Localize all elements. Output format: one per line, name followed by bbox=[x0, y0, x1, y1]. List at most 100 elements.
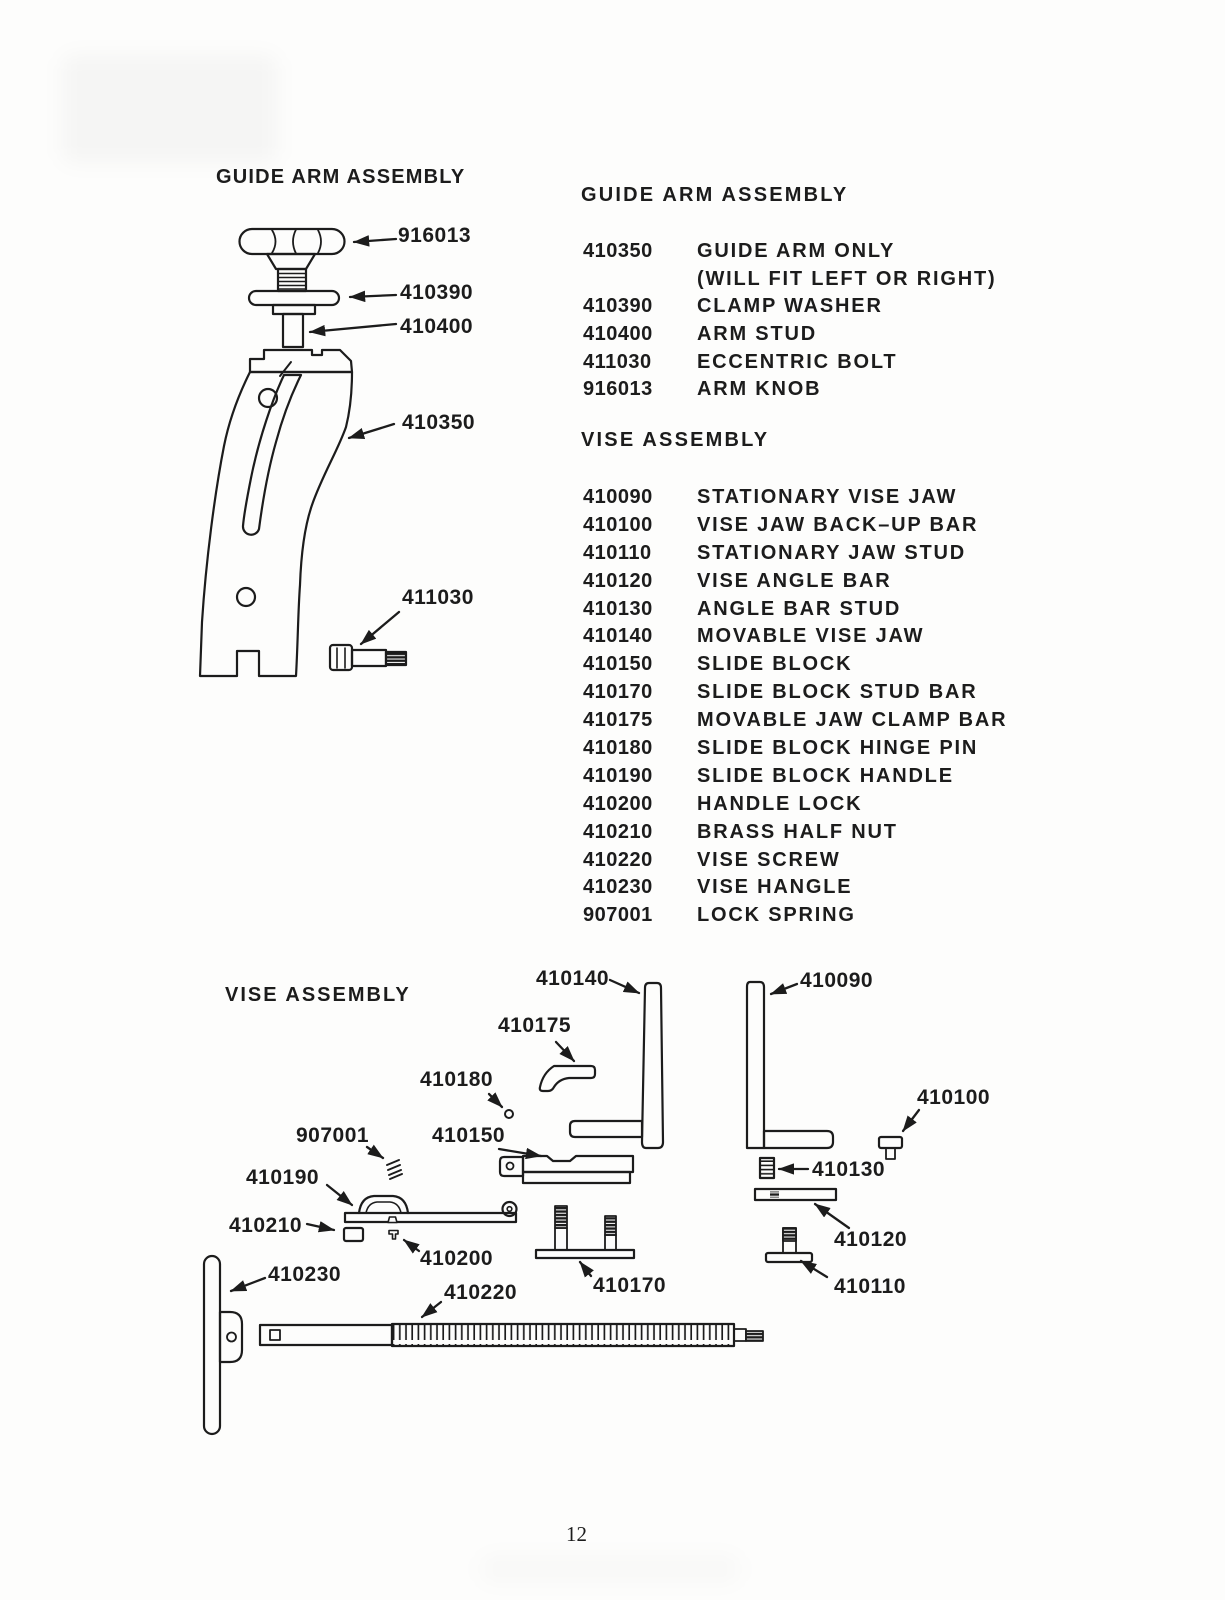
part-desc: ECCENTRIC BOLT bbox=[697, 350, 898, 373]
hinge-pin-drawing bbox=[504, 1109, 514, 1119]
vise-handle-drawing bbox=[202, 1254, 244, 1436]
lock-spring-drawing bbox=[386, 1159, 403, 1180]
part-label-410100: 410100 bbox=[917, 1086, 991, 1109]
part-label-410130: 410130 bbox=[812, 1158, 886, 1181]
part-number: 410140 bbox=[583, 625, 653, 648]
parts-row: 916013 ARM KNOB bbox=[583, 376, 1028, 404]
arm-stud-drawing bbox=[281, 312, 305, 349]
parts-row: (WILL FIT LEFT OR RIGHT) bbox=[583, 266, 1028, 294]
part-desc: ARM KNOB bbox=[697, 378, 822, 401]
parts-row: 410100 VISE JAW BACK–UP BAR bbox=[583, 512, 1028, 540]
stationary-jaw-stud-drawing bbox=[764, 1227, 814, 1264]
backup-bar-drawing bbox=[877, 1135, 904, 1160]
part-number: 410180 bbox=[583, 737, 653, 760]
handle-lock-drawing bbox=[388, 1229, 399, 1240]
part-desc: SLIDE BLOCK bbox=[697, 653, 853, 676]
vise-screw-drawing bbox=[258, 1322, 764, 1348]
part-number: 410190 bbox=[583, 764, 653, 787]
part-desc: BRASS HALF NUT bbox=[697, 820, 898, 843]
part-label-410200: 410200 bbox=[420, 1247, 494, 1270]
angle-bar-stud-drawing bbox=[758, 1156, 776, 1180]
jaw-clamp-bar-drawing bbox=[538, 1064, 597, 1093]
part-number: 410090 bbox=[583, 486, 653, 508]
part-desc: SLIDE BLOCK STUD BAR bbox=[697, 681, 978, 704]
part-desc: SLIDE BLOCK HANDLE bbox=[697, 764, 954, 787]
vise-parts-list: 410090 STATIONARY VISE JAW 410100 VISE JAW… bbox=[583, 484, 1028, 930]
part-number: 410230 bbox=[583, 876, 653, 899]
parts-row: 410090 STATIONARY VISE JAW bbox=[583, 484, 1028, 512]
part-desc: VISE ANGLE BAR bbox=[697, 569, 892, 592]
part-label-410390: 410390 bbox=[400, 281, 474, 304]
part-label-410175: 410175 bbox=[498, 1014, 572, 1037]
part-number: 411030 bbox=[583, 350, 652, 373]
part-number: 410150 bbox=[583, 653, 653, 676]
guide-arm-diagram-title: GUIDE ARM ASSEMBLY bbox=[216, 166, 466, 188]
page-number: 12 bbox=[566, 1522, 587, 1546]
vise-list-title: VISE ASSEMBLY bbox=[581, 429, 770, 451]
parts-row: 907001 LOCK SPRING bbox=[583, 902, 1028, 930]
eccentric-bolt-drawing bbox=[328, 643, 408, 672]
part-label-410140: 410140 bbox=[536, 967, 610, 990]
part-label-410190: 410190 bbox=[246, 1166, 320, 1189]
part-desc: ANGLE BAR STUD bbox=[697, 597, 902, 620]
parts-row: 410170 SLIDE BLOCK STUD BAR bbox=[583, 679, 1028, 707]
vise-angle-bar-drawing bbox=[753, 1187, 838, 1202]
guide-arm-assembly-drawing bbox=[198, 227, 408, 678]
part-label-916013: 916013 bbox=[398, 224, 472, 247]
part-label-411030: 411030 bbox=[402, 586, 474, 609]
part-number: 907001 bbox=[583, 904, 653, 927]
movable-vise-jaw-drawing bbox=[568, 981, 665, 1150]
part-desc: HANDLE LOCK bbox=[697, 792, 863, 815]
guide-arm-list-title: GUIDE ARM ASSEMBLY bbox=[581, 184, 849, 206]
slide-block-handle-drawing bbox=[343, 1194, 518, 1224]
part-desc: LOCK SPRING bbox=[697, 904, 856, 927]
part-number: 410100 bbox=[583, 513, 653, 536]
part-label-410150: 410150 bbox=[432, 1124, 506, 1147]
guide-arm-body-drawing bbox=[198, 348, 354, 678]
part-desc: CLAMP WASHER bbox=[697, 295, 883, 318]
stud-bar-drawing bbox=[534, 1205, 636, 1260]
parts-row: 410210 BRASS HALF NUT bbox=[583, 819, 1028, 847]
part-number: 410170 bbox=[583, 681, 653, 704]
part-desc: STATIONARY VISE JAW bbox=[697, 486, 958, 508]
parts-row: 410120 VISE ANGLE BAR bbox=[583, 568, 1028, 596]
half-nut-drawing bbox=[342, 1226, 365, 1243]
clamp-washer-drawing bbox=[247, 289, 341, 316]
part-desc: STATIONARY JAW STUD bbox=[697, 541, 967, 564]
part-label-410120: 410120 bbox=[834, 1228, 908, 1251]
part-desc: (WILL FIT LEFT OR RIGHT) bbox=[697, 267, 997, 290]
arm-knob-drawing bbox=[238, 227, 346, 293]
part-desc: VISE JAW BACK–UP BAR bbox=[697, 513, 979, 536]
part-label-907001: 907001 bbox=[296, 1124, 370, 1147]
part-desc: SLIDE BLOCK HINGE PIN bbox=[697, 737, 979, 760]
parts-row: 410130 ANGLE BAR STUD bbox=[583, 596, 1028, 624]
part-number: 410120 bbox=[583, 569, 653, 592]
vise-leader-arrows bbox=[229, 978, 921, 1319]
part-label-410110: 410110 bbox=[834, 1275, 906, 1298]
part-number: 410110 bbox=[583, 541, 652, 564]
part-number: 410130 bbox=[583, 597, 653, 620]
parts-row: 410180 SLIDE BLOCK HINGE PIN bbox=[583, 735, 1028, 763]
part-desc: GUIDE ARM ONLY bbox=[697, 240, 896, 262]
part-label-410220: 410220 bbox=[444, 1281, 518, 1304]
part-label-410210: 410210 bbox=[229, 1214, 303, 1237]
parts-row: 410190 SLIDE BLOCK HANDLE bbox=[583, 763, 1028, 791]
part-label-410170: 410170 bbox=[593, 1274, 667, 1297]
part-label-410090: 410090 bbox=[800, 969, 874, 992]
part-number: 916013 bbox=[583, 378, 653, 401]
stationary-vise-jaw-drawing bbox=[745, 980, 835, 1150]
part-label-410230: 410230 bbox=[268, 1263, 342, 1286]
part-label-410180: 410180 bbox=[420, 1068, 494, 1091]
part-number: 410175 bbox=[583, 709, 653, 732]
part-number: 410400 bbox=[583, 323, 653, 346]
part-label-410350: 410350 bbox=[402, 411, 476, 434]
part-number: 410210 bbox=[583, 820, 653, 843]
